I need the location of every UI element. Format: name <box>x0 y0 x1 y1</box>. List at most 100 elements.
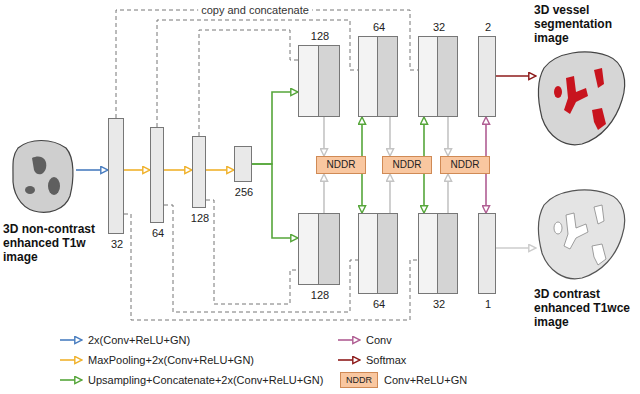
legend-arrow <box>60 339 82 341</box>
upsampled-half <box>378 37 397 116</box>
flow-arrow <box>485 117 487 156</box>
flow-arrow <box>389 174 391 213</box>
legend-arrow <box>60 379 82 381</box>
input-mri-image <box>13 141 73 213</box>
legend-text: Conv+ReLU+GN <box>384 373 467 387</box>
copied-half <box>359 37 378 116</box>
image-caption: 3D contrast enhanced T1wce image <box>534 287 634 329</box>
feature-map: 64 <box>150 127 164 223</box>
flow-arrow <box>447 117 449 156</box>
nddr-label: NDDR <box>327 159 356 171</box>
organ-outline <box>13 141 73 213</box>
feature-map: 32 <box>108 118 124 234</box>
feature-map: 128 <box>192 136 206 208</box>
feature-map: 256 <box>234 146 252 182</box>
concat-feature-map: 64 <box>358 36 398 117</box>
flow-arrow <box>164 169 192 171</box>
concat-feature-map: 64 <box>358 213 398 294</box>
flow-arrow <box>447 174 449 213</box>
channel-count: 64 <box>339 298 419 311</box>
flow-arrow <box>206 169 234 171</box>
legend-text: Conv <box>366 333 392 347</box>
flow-arrow <box>485 174 487 213</box>
image-caption: 3D vessel segmentation image <box>534 3 634 45</box>
vessel-region <box>554 86 562 98</box>
flow-arrow <box>423 117 425 156</box>
contrast-image <box>539 190 625 279</box>
copied-half <box>419 37 438 116</box>
channel-count: 128 <box>279 289 361 302</box>
segmentation-image <box>539 52 625 145</box>
nddr-box: NDDR <box>440 156 490 174</box>
upsampled-half <box>438 37 457 116</box>
concat-feature-map: 32 <box>418 213 458 294</box>
legend-arrow <box>60 359 82 361</box>
image-node: 3D non-contrast enhanced T1w image <box>8 136 76 216</box>
copied-half <box>299 46 319 116</box>
flow-arrow <box>361 174 363 213</box>
vessel-region <box>592 108 606 130</box>
image-caption: 3D non-contrast enhanced T1w image <box>3 222 103 264</box>
legend-text: Softmax <box>366 353 406 367</box>
channel-count: 32 <box>399 298 479 311</box>
nddr-box: NDDR <box>382 156 432 174</box>
flow-arrow <box>76 169 108 171</box>
annotation-label: copy and concatenate <box>198 3 312 17</box>
flow-arrow <box>496 75 536 77</box>
vessel-region <box>564 213 588 249</box>
flow-arrow <box>361 117 363 156</box>
dark-region <box>32 156 46 174</box>
concat-feature-map: 128 <box>298 213 340 285</box>
vessel-region <box>564 76 588 114</box>
dark-region <box>25 186 35 194</box>
legend-text: Upsampling+Concatenate+2x(Conv+ReLU+GN) <box>88 373 323 387</box>
channel-count: 256 <box>215 186 273 199</box>
vessel-region <box>594 68 604 88</box>
vessel-region <box>592 244 606 265</box>
dark-region <box>48 177 60 195</box>
image-node: 3D vessel segmentation image <box>536 48 628 148</box>
flow-arrow <box>323 117 325 156</box>
nddr-box: NDDR <box>316 156 366 174</box>
feature-map: 1 <box>478 213 496 294</box>
image-node: 3D contrast enhanced T1wce image <box>536 186 628 282</box>
flow-arrow <box>496 247 536 249</box>
channel-count: 64 <box>339 21 419 34</box>
copied-half <box>359 214 378 293</box>
legend-text: MaxPooling+2x(Conv+ReLU+GN) <box>88 353 254 367</box>
vessel-region <box>594 205 604 224</box>
feature-map: 2 <box>478 36 496 117</box>
skip-connection <box>116 10 418 118</box>
flow-arrow <box>389 117 391 156</box>
flow-arrow <box>423 174 425 213</box>
legend-arrow <box>338 339 360 341</box>
concat-feature-map: 128 <box>298 45 340 117</box>
flow-arrow <box>124 169 150 171</box>
concat-feature-map: 32 <box>418 36 458 117</box>
flow-arrow <box>252 92 298 164</box>
nddr-label: NDDR <box>393 159 422 171</box>
legend-arrow <box>338 359 360 361</box>
swatch-label: NDDR <box>346 374 372 386</box>
flow-arrow <box>323 174 325 213</box>
upsampled-half <box>319 46 339 116</box>
channel-count: 2 <box>459 21 517 34</box>
vessel-region <box>554 222 562 234</box>
organ-outline <box>539 52 625 145</box>
copied-half <box>419 214 438 293</box>
skip-connection <box>199 30 298 136</box>
channel-count: 32 <box>89 238 145 251</box>
organ-outline <box>539 190 625 279</box>
upsampled-half <box>378 214 397 293</box>
flow-arrow <box>252 164 298 238</box>
nddr-label: NDDR <box>451 159 480 171</box>
legend-swatch: NDDR <box>340 372 378 388</box>
upsampled-half <box>438 214 457 293</box>
channel-count: 32 <box>399 21 479 34</box>
skip-connection <box>206 200 298 304</box>
upsampled-half <box>319 214 339 284</box>
channel-count: 128 <box>279 30 361 43</box>
legend-text: 2x(Conv+ReLU+GN) <box>88 333 190 347</box>
channel-count: 1 <box>459 298 517 311</box>
